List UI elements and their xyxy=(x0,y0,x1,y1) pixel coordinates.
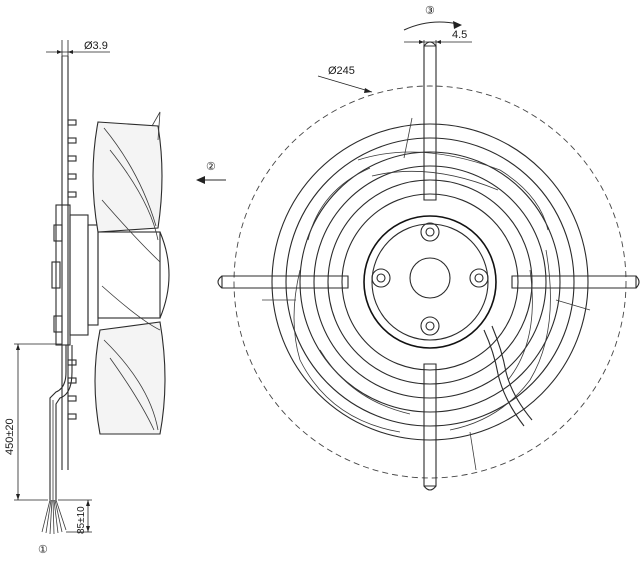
wire-strip-label: 85±10 xyxy=(76,506,87,534)
airflow-indicator: ② xyxy=(196,161,226,184)
cable-exit-front xyxy=(483,325,533,427)
offset-dimension: 4.5 xyxy=(404,29,472,48)
guard-wire-side xyxy=(61,55,69,470)
wire-diameter-dimension: Ø3.9 xyxy=(46,40,110,56)
guard-rings xyxy=(271,123,589,441)
wire-diameter-label: Ø3.9 xyxy=(84,40,108,52)
guard-diameter-label: Ø245 xyxy=(328,65,355,77)
marker-cable-label: ① xyxy=(38,544,48,556)
side-view: Ø3.9 450±20 85±10 ① xyxy=(4,40,170,556)
wire-strip-dimension: 85±10 xyxy=(58,499,92,534)
outer-diameter-circle xyxy=(233,85,627,479)
marker-rotation-label: ③ xyxy=(425,5,435,17)
offset-label: 4.5 xyxy=(452,29,467,41)
fan-blades-side xyxy=(92,111,166,435)
motor-body-side xyxy=(51,204,161,346)
hub-side xyxy=(159,231,170,319)
cable-side xyxy=(49,345,73,500)
guard-struts xyxy=(217,41,640,491)
shaft-hub xyxy=(409,257,451,299)
guard-ring-ticks xyxy=(67,119,77,420)
motor-housing-front xyxy=(363,215,497,349)
wire-ends xyxy=(41,499,67,535)
marker-cable: ① xyxy=(38,544,48,556)
cable-length-label: 450±20 xyxy=(4,418,16,455)
rotation-indicator: ③ xyxy=(403,5,462,31)
arrow-left-icon xyxy=(196,176,205,184)
mounting-bolts xyxy=(371,222,489,336)
cable-length-dimension: 450±20 xyxy=(4,343,62,501)
rotation-arrow-icon xyxy=(453,21,462,29)
marker-airflow-label: ② xyxy=(206,161,216,173)
fan-blades-front xyxy=(262,117,591,471)
front-view: Ø245 4.5 ③ xyxy=(217,5,640,491)
guard-diameter-dimension: Ø245 xyxy=(317,65,373,93)
